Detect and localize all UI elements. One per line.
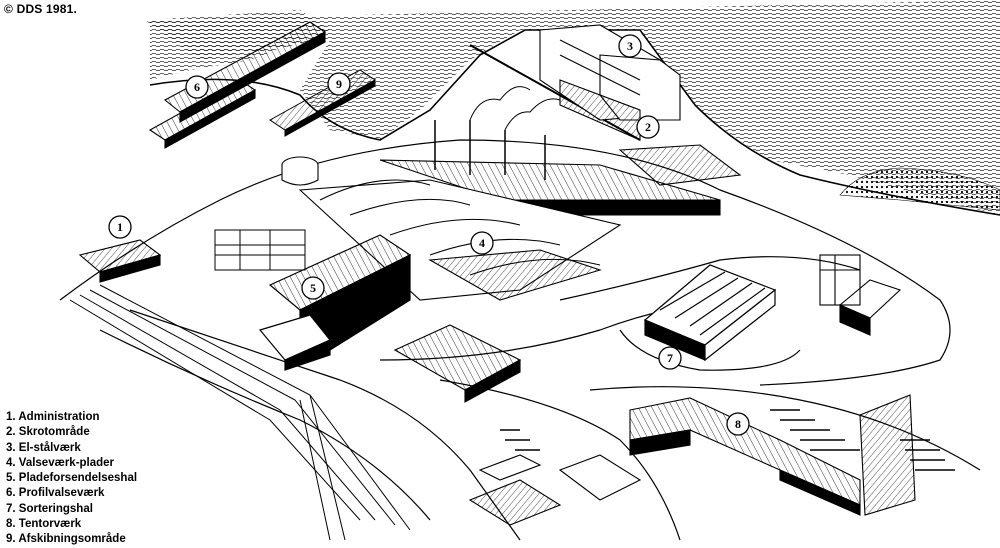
marker-4: 4: [470, 231, 494, 255]
marker-3: 3: [618, 34, 642, 58]
crane-structure: [214, 229, 306, 271]
legend: 1. Administration 2. Skrotområde 3. El-s…: [6, 410, 137, 548]
svg-text:5: 5: [310, 281, 316, 295]
marker-5: 5: [301, 276, 325, 300]
building-7-sorteringshal: [643, 264, 777, 362]
svg-text:1: 1: [117, 220, 123, 234]
svg-text:6: 6: [194, 80, 200, 94]
stockpiles: [500, 409, 955, 471]
legend-item-6: 6. Profilvalseværk: [6, 487, 105, 500]
marker-9: 9: [327, 72, 351, 96]
steel-works-hall: [379, 144, 742, 216]
marker-1: 1: [108, 215, 132, 239]
svg-text:2: 2: [645, 120, 651, 134]
legend-item-3: 3. El-stålværk: [6, 441, 81, 454]
svg-text:7: 7: [667, 351, 673, 365]
legend-item-4: 4. Valseværk-plader: [6, 456, 115, 469]
marker-7: 7: [658, 346, 682, 370]
gas-tank: [281, 156, 319, 186]
marker-6: 6: [185, 75, 209, 99]
building-2-skrotomraade: [559, 79, 641, 141]
legend-item-2: 2. Skrotområde: [6, 426, 90, 439]
building-8-tentorvaerk: [629, 394, 916, 516]
lower-halls: [393, 324, 642, 526]
legend-item-8: 8. Tentorværk: [6, 518, 82, 531]
svg-text:4: 4: [479, 236, 485, 250]
marker-8: 8: [726, 412, 750, 436]
legend-item-7: 7. Sorteringshal: [6, 502, 93, 515]
copyright-label: © DDS 1981.: [4, 2, 78, 16]
building-1-administration: [78, 239, 162, 283]
warehouse-right: [819, 254, 902, 336]
svg-text:3: 3: [627, 39, 633, 53]
marker-2: 2: [636, 115, 660, 139]
legend-item-9: 9. Afskibningsområde: [6, 533, 126, 546]
svg-text:8: 8: [735, 417, 741, 431]
markers: 1 2 3 4 5 6 7 8: [108, 34, 750, 436]
forest: [839, 167, 1000, 211]
svg-text:9: 9: [336, 77, 342, 91]
rail-tracks: [69, 284, 411, 541]
water-area: [145, 0, 1000, 215]
legend-item-1: 1. Administration: [6, 411, 100, 423]
water-area-left: [150, 10, 330, 80]
legend-item-5: 5. Pladeforsendelseshal: [6, 472, 138, 485]
